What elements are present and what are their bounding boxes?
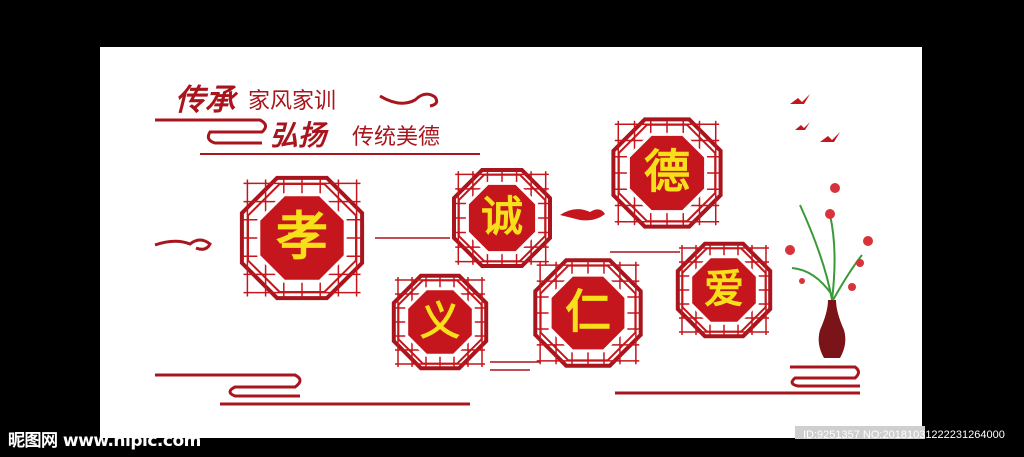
octagon-inner-panel: [548, 273, 628, 353]
cloud-icon: [560, 209, 605, 221]
bottom-right-scroll: [615, 365, 860, 395]
virtue-octagon: 诚: [452, 168, 552, 268]
title: 传承 家风家训 弘扬 传统美德: [155, 83, 480, 155]
bottom-left-scroll: [155, 373, 470, 406]
virtue-character: 德: [644, 145, 690, 199]
watermark-id-background: [795, 426, 925, 439]
virtue-character: 孝: [276, 206, 328, 267]
title-line1-text: 家风家训: [248, 89, 336, 114]
octagon-inner-panel: [626, 132, 708, 214]
virtue-character: 义: [420, 298, 460, 345]
cloud-icon: [154, 238, 212, 251]
watermark-site: 昵图网 www.nipic.com: [8, 431, 201, 451]
octagon-inner-panel: [405, 287, 475, 357]
title-line1-script: 传承: [175, 83, 239, 118]
virtue-character: 诚: [481, 192, 523, 241]
virtue-octagon: 义: [391, 273, 489, 371]
octagon-inner-panel: [257, 193, 347, 283]
divider-lines: [375, 237, 680, 371]
virtue-octagon: 爱: [675, 241, 773, 339]
virtue-octagon: 德: [611, 117, 723, 229]
title-line2-text: 传统美德: [352, 125, 440, 150]
virtue-octagon: 仁: [533, 258, 643, 368]
cloud-icon: [379, 92, 439, 108]
virtue-character: 仁: [565, 284, 611, 338]
vase-icon: [818, 300, 846, 358]
octagon-inner-panel: [465, 181, 539, 255]
flower-icons: [785, 183, 873, 291]
title-line2-script: 弘扬: [270, 119, 329, 152]
virtue-character: 爱: [704, 266, 744, 313]
flower-stems: [791, 204, 863, 301]
title-scroll-line: [155, 118, 267, 145]
watermark-id: ID:9251357 NO:20181031222231264000: [803, 429, 1005, 441]
virtue-octagon: 孝: [239, 175, 365, 301]
octagon-inner-panel: [689, 255, 759, 325]
virtue-octagons: 孝 诚 德义 仁 爱: [239, 117, 773, 371]
decorative-clouds-lines: [154, 94, 873, 406]
bird-icons: [790, 94, 840, 142]
